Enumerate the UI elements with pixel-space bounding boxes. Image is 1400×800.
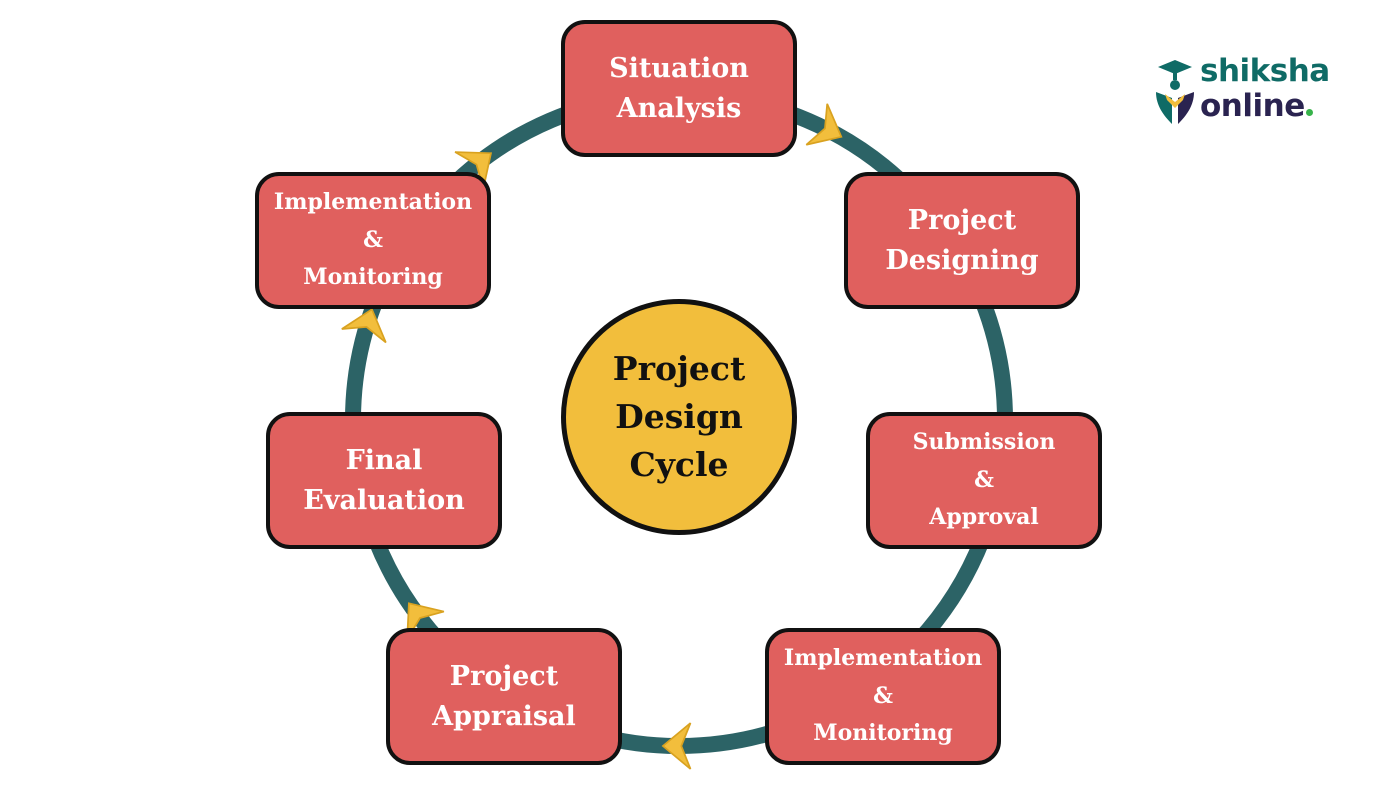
brand-logo: shiksha online bbox=[1150, 54, 1350, 130]
brand-dot bbox=[1305, 109, 1313, 116]
step-implementation-monitoring-right: Implementation & Monitoring bbox=[765, 628, 1001, 765]
flow-arrow-icon bbox=[341, 308, 387, 344]
step-label: & bbox=[974, 466, 994, 493]
step-label: Implementation bbox=[273, 189, 473, 216]
graduate-logo-icon bbox=[1156, 60, 1194, 124]
step-label: Monitoring bbox=[813, 720, 953, 747]
center-line: Project bbox=[612, 349, 746, 389]
center-line: Cycle bbox=[629, 444, 729, 484]
step-final-evaluation: Final Evaluation bbox=[266, 412, 502, 549]
brand-wordmark: shiksha online bbox=[1200, 54, 1330, 124]
step-label: Evaluation bbox=[303, 484, 465, 516]
step-label: Monitoring bbox=[303, 264, 443, 291]
step-project-designing: Project Designing bbox=[844, 172, 1080, 309]
center-title: Project Design Cycle bbox=[561, 299, 797, 535]
brand-line-2: online bbox=[1200, 89, 1330, 124]
brand-line-1: shiksha bbox=[1200, 53, 1330, 89]
step-implementation-monitoring-left: Implementation & Monitoring bbox=[255, 172, 491, 309]
step-label: & bbox=[873, 682, 893, 709]
step-label: Designing bbox=[885, 244, 1039, 276]
step-label: Approval bbox=[929, 504, 1039, 531]
step-label: & bbox=[363, 226, 383, 253]
step-label: Project bbox=[449, 661, 559, 693]
brand-line-2-text: online bbox=[1200, 88, 1305, 124]
flow-arrow-icon bbox=[661, 722, 692, 770]
step-label: Implementation bbox=[783, 645, 983, 672]
step-label: Final bbox=[345, 445, 423, 477]
step-project-appraisal: Project Appraisal bbox=[386, 628, 622, 765]
flow-arrow-icon bbox=[406, 602, 445, 640]
step-label: Submission bbox=[912, 429, 1056, 456]
step-submission-approval: Submission & Approval bbox=[866, 412, 1102, 549]
center-line: Design bbox=[615, 397, 743, 437]
step-label: Project bbox=[907, 205, 1017, 237]
step-situation-analysis: Situation Analysis bbox=[561, 20, 797, 157]
step-label: Situation bbox=[609, 53, 749, 85]
flow-arrow-icon bbox=[805, 103, 843, 146]
step-label: Analysis bbox=[616, 92, 742, 124]
step-label: Appraisal bbox=[432, 700, 576, 732]
